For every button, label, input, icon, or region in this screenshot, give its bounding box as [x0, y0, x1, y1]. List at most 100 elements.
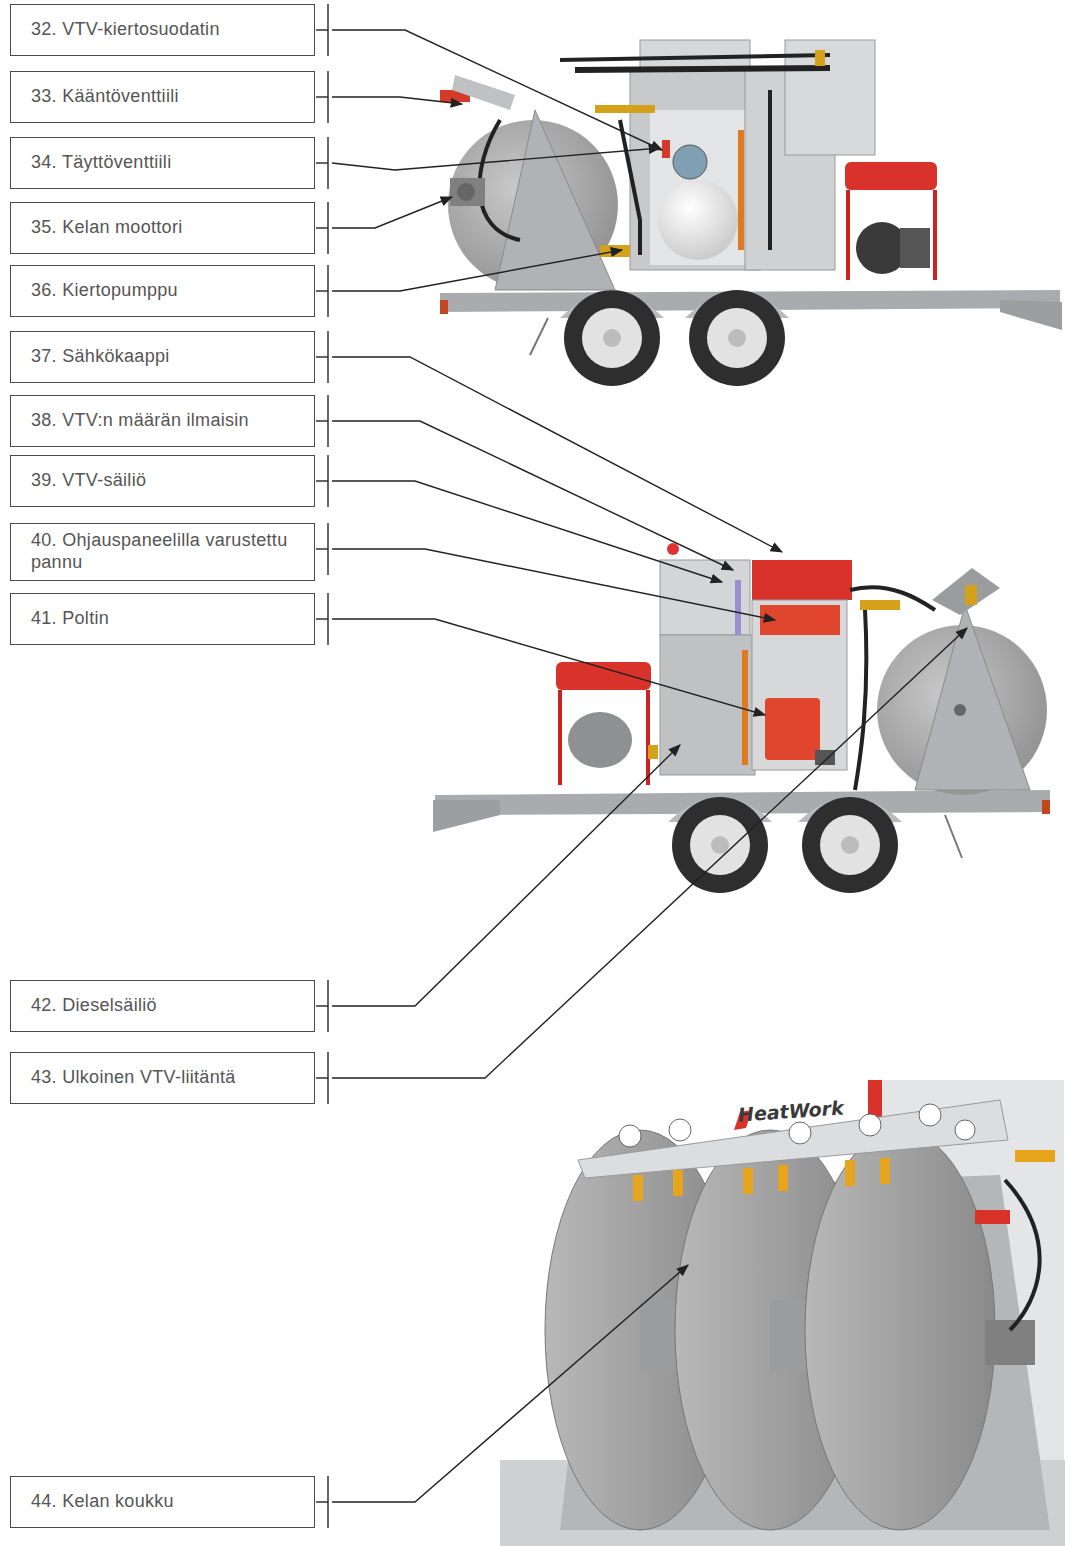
- illustration-shape: [332, 357, 782, 552]
- illustration-shape: [450, 178, 485, 206]
- illustration-shape: [316, 4, 328, 56]
- illustration-shape: [848, 190, 935, 280]
- illustration-shape: [690, 815, 750, 875]
- illustration-shape: [919, 1104, 941, 1126]
- illustration-shape: [860, 600, 900, 610]
- trailer-side-view: [440, 40, 1062, 386]
- illustration-shape: [672, 797, 768, 893]
- brand-logo-text: HeatWork: [737, 1096, 844, 1125]
- illustration-shape: [530, 318, 548, 355]
- illustration-shape: [332, 1265, 688, 1502]
- illustration-shape: [658, 180, 738, 260]
- illustration-shape: [332, 628, 967, 1078]
- illustration-shape: [316, 523, 328, 575]
- illustration-shape: [316, 455, 328, 507]
- trailer-side-view-opposite: [433, 543, 1050, 893]
- illustration-shape: [900, 228, 930, 268]
- callout-box: 41. Poltin: [10, 593, 315, 645]
- part-label: 33. Kääntöventtiili: [31, 86, 179, 108]
- part-label: 40. Ohjauspaneelilla varustettu pannu: [31, 530, 302, 573]
- illustration-shape: [662, 140, 670, 158]
- callout-box: 43. Ulkoinen VTV-liitäntä: [10, 1052, 315, 1104]
- illustration-shape: [735, 580, 741, 635]
- illustration-shape: [915, 605, 1030, 790]
- illustration-shape: [316, 1476, 328, 1528]
- illustration-shape: [841, 836, 859, 854]
- illustration-shape: [1015, 1150, 1055, 1162]
- illustration-shape: [778, 1165, 788, 1191]
- illustration-shape: [633, 1150, 1055, 1201]
- reel-closeup: [500, 1080, 1065, 1546]
- part-label: 42. Dieselsäiliö: [31, 995, 157, 1017]
- illustration-shape: [582, 308, 642, 368]
- callout-box: 40. Ohjauspaneelilla varustettu pannu: [10, 523, 315, 581]
- illustration-shape: [845, 162, 937, 190]
- illustration-shape: [660, 560, 750, 635]
- illustration-shape: [595, 105, 655, 113]
- illustration-shape: [850, 587, 935, 790]
- illustration-shape: [815, 50, 825, 66]
- illustration-shape: [457, 183, 475, 201]
- illustration-shape: [932, 568, 1000, 615]
- illustration-shape: [752, 600, 847, 770]
- illustration-shape: [332, 148, 660, 170]
- illustration-shape: [316, 1052, 328, 1104]
- illustration-shape: [575, 68, 830, 70]
- illustration-shape: [815, 750, 835, 765]
- illustration-shape: [765, 698, 820, 760]
- callout-box: 38. VTV:n määrän ilmaisin: [10, 395, 315, 447]
- illustration-shape: [332, 250, 622, 291]
- part-label: 35. Kelan moottori: [31, 217, 182, 239]
- part-label: 37. Sähkökaappi: [31, 346, 170, 368]
- illustration-shape: [556, 662, 651, 690]
- illustration-shape: [985, 1320, 1035, 1365]
- illustration-shape: [316, 395, 328, 447]
- illustration-shape: [332, 619, 765, 715]
- illustration-shape: [560, 690, 648, 785]
- illustration-shape: [316, 980, 328, 1032]
- illustration-shape: [564, 290, 660, 386]
- illustration-shape: [332, 197, 452, 228]
- illustration-shape: [845, 1160, 855, 1186]
- illustration-shape: [1000, 300, 1062, 330]
- part-label: 34. Täyttöventtiili: [31, 152, 171, 174]
- illustration-shape: [673, 145, 707, 179]
- illustration-shape: [789, 1122, 811, 1144]
- callout-box: 33. Kääntöventtiili: [10, 71, 315, 123]
- part-label: 36. Kiertopumppu: [31, 280, 178, 302]
- illustration-shape: [630, 70, 760, 270]
- part-label: 38. VTV:n määrän ilmaisin: [31, 410, 249, 432]
- illustration-shape: [802, 797, 898, 893]
- leader-lines: [332, 30, 967, 1502]
- illustration-shape: [742, 650, 748, 765]
- callout-box: 32. VTV-kiertosuodatin: [10, 4, 315, 56]
- illustration-shape: [603, 329, 621, 347]
- illustration-shape: [880, 1158, 890, 1184]
- illustration-shape: [673, 1170, 683, 1196]
- illustration-shape: [954, 704, 966, 716]
- part-label: 43. Ulkoinen VTV-liitäntä: [31, 1067, 236, 1089]
- illustration-shape: [859, 1114, 881, 1136]
- illustration-shape: [669, 1119, 691, 1141]
- illustration-shape: [316, 137, 328, 189]
- callout-box: 36. Kiertopumppu: [10, 265, 315, 317]
- callout-box: 42. Dieselsäiliö: [10, 980, 315, 1032]
- illustration-shape: [752, 560, 852, 600]
- illustration-shape: [711, 836, 729, 854]
- illustration-shape: [332, 30, 662, 150]
- illustration-shape: [648, 745, 658, 759]
- part-label: 39. VTV-säiliö: [31, 470, 146, 492]
- illustration-shape: [332, 421, 733, 570]
- illustration-shape: [650, 110, 745, 265]
- illustration-shape: [440, 300, 448, 314]
- callout-box: 44. Kelan koukku: [10, 1476, 315, 1528]
- callout-box: 37. Sähkökaappi: [10, 331, 315, 383]
- part-label: 32. VTV-kiertosuodatin: [31, 19, 220, 41]
- illustration-shape: [667, 543, 679, 555]
- illustration-shape: [619, 1125, 641, 1147]
- illustration-shape: [689, 290, 785, 386]
- illustration-shape: [332, 481, 722, 582]
- illustration-shape: [332, 549, 775, 620]
- illustration-shape: [452, 75, 515, 110]
- illustration-shape: [945, 815, 962, 858]
